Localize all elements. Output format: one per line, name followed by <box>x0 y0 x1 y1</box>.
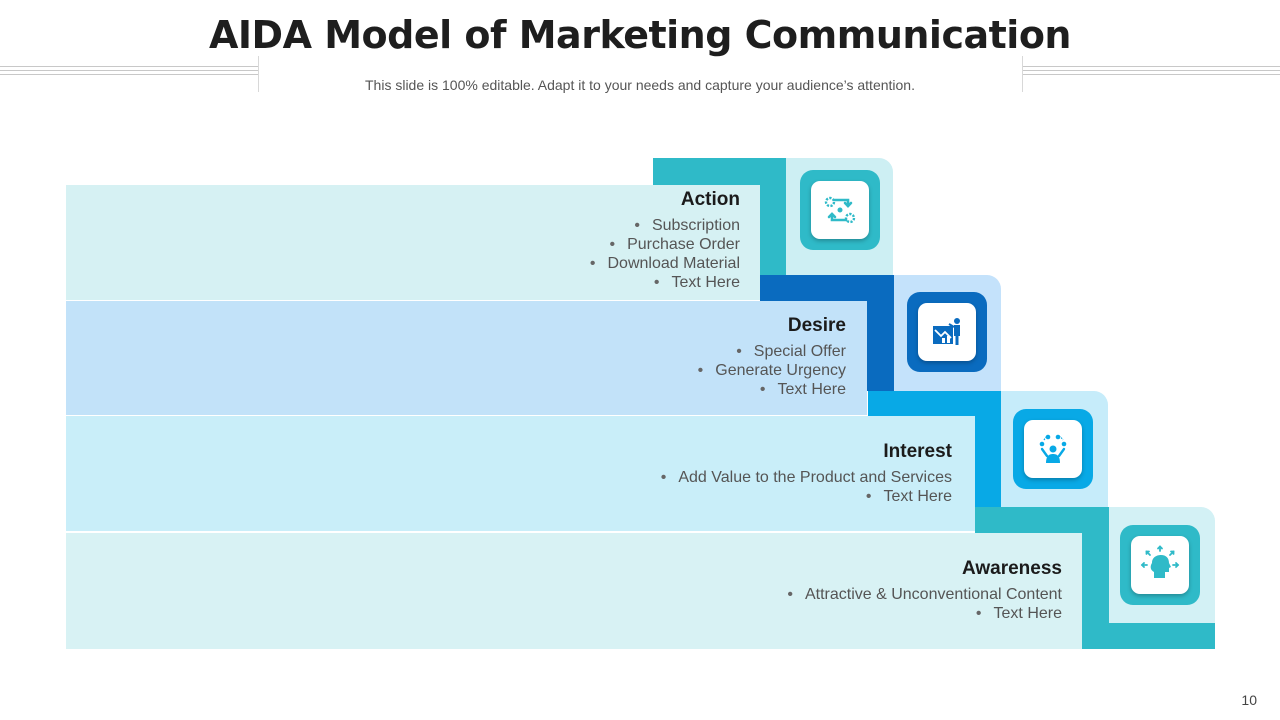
presenter-chart-icon <box>933 318 960 345</box>
interest-bullet: •Add Value to the Product and Services <box>660 469 952 486</box>
action-bullet: •Subscription <box>634 217 740 234</box>
page-number: 10 <box>1241 692 1257 708</box>
awareness-accent-foot <box>1109 623 1215 649</box>
page-subtitle: This slide is 100% editable. Adapt it to… <box>365 77 915 93</box>
header-rule-left-1 <box>0 66 258 67</box>
desire-bullet: •Special Offer <box>736 343 846 360</box>
header-rule-right-2 <box>1023 70 1280 71</box>
action-title: Action <box>680 189 740 210</box>
gears-cycle-icon <box>824 196 856 224</box>
awareness-bullet: •Attractive & Unconventional Content <box>787 586 1062 603</box>
action-bullet: •Download Material <box>589 255 740 272</box>
page-title: AIDA Model of Marketing Communication <box>209 13 1071 57</box>
header-rule-left-2 <box>0 70 258 71</box>
awareness-bullet: •Text Here <box>975 605 1062 622</box>
awareness-band <box>66 533 1082 649</box>
head-idea-arrows-icon <box>1140 545 1180 578</box>
interest-band <box>66 416 975 531</box>
desire-bullet: •Text Here <box>759 381 846 398</box>
awareness-icon-box <box>1120 525 1200 605</box>
desire-title: Desire <box>787 315 846 336</box>
action-bullet: •Text Here <box>653 274 740 291</box>
header-rule-right-3 <box>1023 74 1280 75</box>
interest-icon-box <box>1013 409 1093 489</box>
awareness-text: Awareness •Attractive & Unconventional C… <box>787 557 1062 623</box>
header-rule-left-3 <box>0 74 258 75</box>
desire-band <box>66 301 867 415</box>
action-band <box>66 185 760 300</box>
desire-icon-box <box>907 292 987 372</box>
action-bullet: •Purchase Order <box>609 236 740 253</box>
interest-text: Interest •Add Value to the Product and S… <box>661 440 952 506</box>
juggling-person-icon <box>1039 434 1067 463</box>
header-frame-left <box>258 56 259 92</box>
desire-text: Desire •Special Offer •Generate Urgency … <box>698 314 846 399</box>
action-icon-box <box>800 170 880 250</box>
interest-title: Interest <box>883 441 952 462</box>
header-rule-right-1 <box>1023 66 1280 67</box>
header-frame-right <box>1022 56 1023 92</box>
interest-bullet: •Text Here <box>865 488 952 505</box>
action-text: Action •Subscription •Purchase Order •Do… <box>590 188 740 292</box>
desire-bullet: •Generate Urgency <box>697 362 846 379</box>
awareness-title: Awareness <box>962 558 1062 579</box>
